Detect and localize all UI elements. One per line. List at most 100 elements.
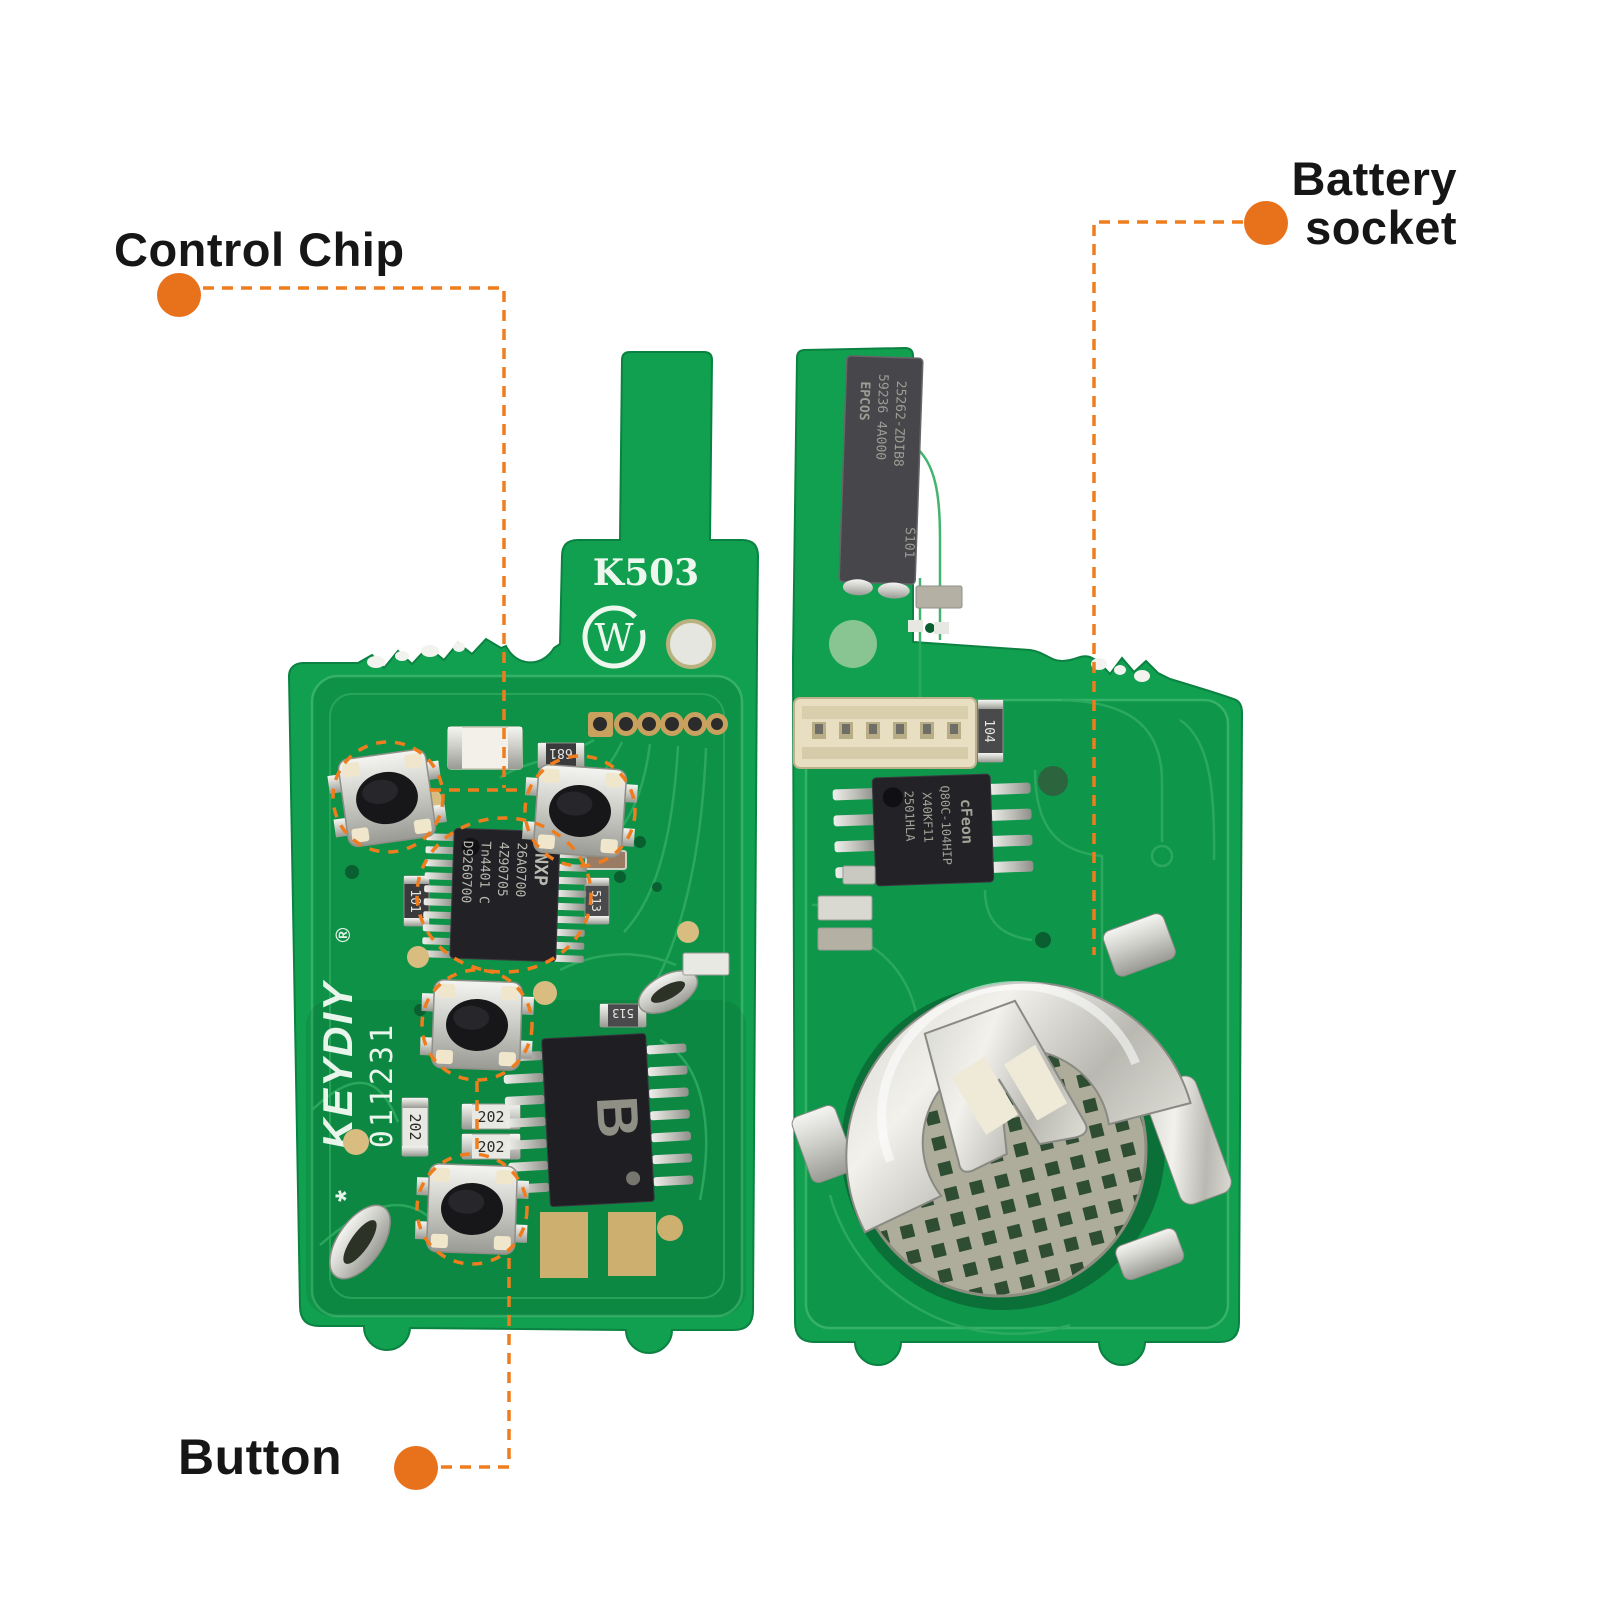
- resistor-681: 681: [537, 742, 585, 769]
- resistor-104: 104: [977, 699, 1004, 763]
- driver-chip-pins: [502, 1043, 694, 1194]
- solder-blobs-back-edge: [1091, 658, 1150, 682]
- ring-button-2: [523, 754, 637, 868]
- eeprom-pin1-dot: [882, 787, 903, 808]
- inner-trace-ring: [329, 693, 725, 1299]
- battery-socket-label-line2: socket: [1305, 201, 1457, 255]
- eeprom-mark-4: 2501HLA: [902, 791, 918, 843]
- resistor-681-label: 681: [549, 745, 572, 760]
- eeprom-mark-2: Q80C-104HIP: [937, 785, 954, 865]
- ring-button-1: [331, 740, 445, 854]
- ring-control-chip: [415, 816, 593, 974]
- pcb-back: EPCOS 59236 4A000 25262-ZDIB8 S101: [791, 346, 1244, 1366]
- resistor-202c-label: 202: [406, 1113, 424, 1140]
- leader-lines: [203, 220, 1243, 1469]
- serial-silkscreen: 011231: [365, 1022, 400, 1148]
- control-chip: NXP 26A0700 4Z90705 Tn4401 C D9260700: [421, 827, 588, 963]
- sage-pad: [829, 620, 877, 668]
- resistor-white: [682, 952, 730, 976]
- control-chip-body: [449, 827, 561, 963]
- battery-socket-dot: [1244, 201, 1288, 245]
- eeprom-mark-3: X40KF11: [920, 792, 936, 843]
- ring-button-3: [420, 968, 534, 1082]
- eeprom-chip: cFeon Q80C-104HIP X40KF11 2501HLA: [832, 773, 1034, 887]
- programming-header: [588, 712, 728, 737]
- pcb-front: K503 W KEYDIY ® * 011231: [287, 351, 760, 1354]
- leader-button: [440, 1258, 511, 1469]
- control-chip-label: Control Chip: [114, 223, 405, 276]
- connector-pins: [812, 722, 961, 739]
- tact-button-4: [414, 1163, 530, 1255]
- resistor-202-c: 202: [401, 1097, 429, 1157]
- clip-prong-2: [1004, 1044, 1068, 1121]
- via-back-1: [1035, 932, 1051, 948]
- driver-chip: B: [502, 1033, 694, 1208]
- resistor-513-horizontal: 513: [599, 1003, 647, 1028]
- clip-highlight: [877, 981, 1140, 1163]
- smd-cluster: [817, 865, 876, 951]
- brand-reg-mark: ®: [333, 927, 355, 942]
- battery-clip: [791, 913, 1232, 1281]
- brand-star-mark: *: [330, 1190, 363, 1202]
- callout-overlay: [203, 220, 1243, 1469]
- resistor-513b-label: 513: [612, 1006, 634, 1020]
- leader-control-chip: [203, 286, 506, 788]
- clip-prong-1: [951, 1056, 1019, 1135]
- plated-slot-1: [329, 1204, 391, 1280]
- outline-trace-back: [804, 698, 1230, 1330]
- leader-battery-socket: [1092, 220, 1243, 955]
- coil-mark-3: 25262-ZDIB8: [890, 380, 908, 467]
- coil-mark-2: 59236 4A000: [872, 374, 890, 461]
- pin1-dot: [461, 837, 480, 856]
- chip-mark-l3: 4Z90705: [494, 842, 511, 897]
- chip-mark-l2: 26A0700: [512, 842, 529, 897]
- tact-button-3: [419, 979, 535, 1071]
- control-chip-pins-left: [421, 833, 457, 959]
- highlight-rings: [331, 740, 637, 1266]
- battery-clip-tongue: [923, 999, 1088, 1173]
- battery-socket-label-line1: Battery: [1291, 152, 1457, 205]
- wire-connector: [793, 697, 977, 769]
- model-silkscreen: K503: [593, 552, 699, 594]
- chip-mark-l4: Tn4401 C: [476, 841, 493, 904]
- tact-button-2: [521, 763, 638, 859]
- callout-dots: [157, 201, 1288, 1490]
- ring-button-4: [415, 1152, 529, 1266]
- resistor-101-label: 101: [407, 889, 422, 912]
- chip-mark-l5: D9260700: [458, 840, 475, 903]
- control-chip-dot: [157, 273, 201, 317]
- eeprom-pins: [832, 782, 1034, 879]
- coil-chip: EPCOS 59236 4A000 25262-ZDIB8 S101: [838, 355, 924, 599]
- resistor-104-label: 104: [981, 719, 996, 743]
- w-logo: W: [582, 605, 646, 669]
- chip-mark-nxp: NXP: [529, 853, 551, 886]
- button-label: Button: [178, 1429, 343, 1485]
- solder-blobs-front-edge: [367, 642, 465, 668]
- coil-mark-1: EPCOS: [856, 381, 872, 421]
- via-back-2: [925, 623, 935, 633]
- w-logo-letter: W: [594, 616, 633, 660]
- button-dot: [394, 1446, 438, 1490]
- coil-mark-4: S101: [901, 527, 917, 559]
- plated-slot-2: [637, 970, 699, 1014]
- outline-trace: [310, 674, 744, 1318]
- eeprom-mark-1: cFeon: [957, 798, 977, 844]
- solder-dot-a: [908, 620, 923, 632]
- brand-silkscreen: KEYDIY: [314, 979, 361, 1149]
- mounting-hole: [666, 619, 716, 669]
- resistor-202b-label: 202: [477, 1138, 504, 1156]
- solder-dot-b: [934, 622, 949, 634]
- driver-chip-dot: [626, 1171, 641, 1186]
- battery-socket-label: Battery socket: [1287, 154, 1457, 253]
- battery-socket-assembly: [791, 913, 1232, 1310]
- gold-pads: [540, 1212, 683, 1278]
- smd-gray-top: [915, 585, 963, 609]
- resistor-202a-label: 202: [477, 1108, 504, 1126]
- led: [447, 726, 523, 770]
- eeprom-body: [871, 773, 995, 887]
- dark-pad: [1038, 766, 1068, 796]
- driver-chip-body: [541, 1033, 655, 1208]
- tact-button-1: [327, 748, 447, 848]
